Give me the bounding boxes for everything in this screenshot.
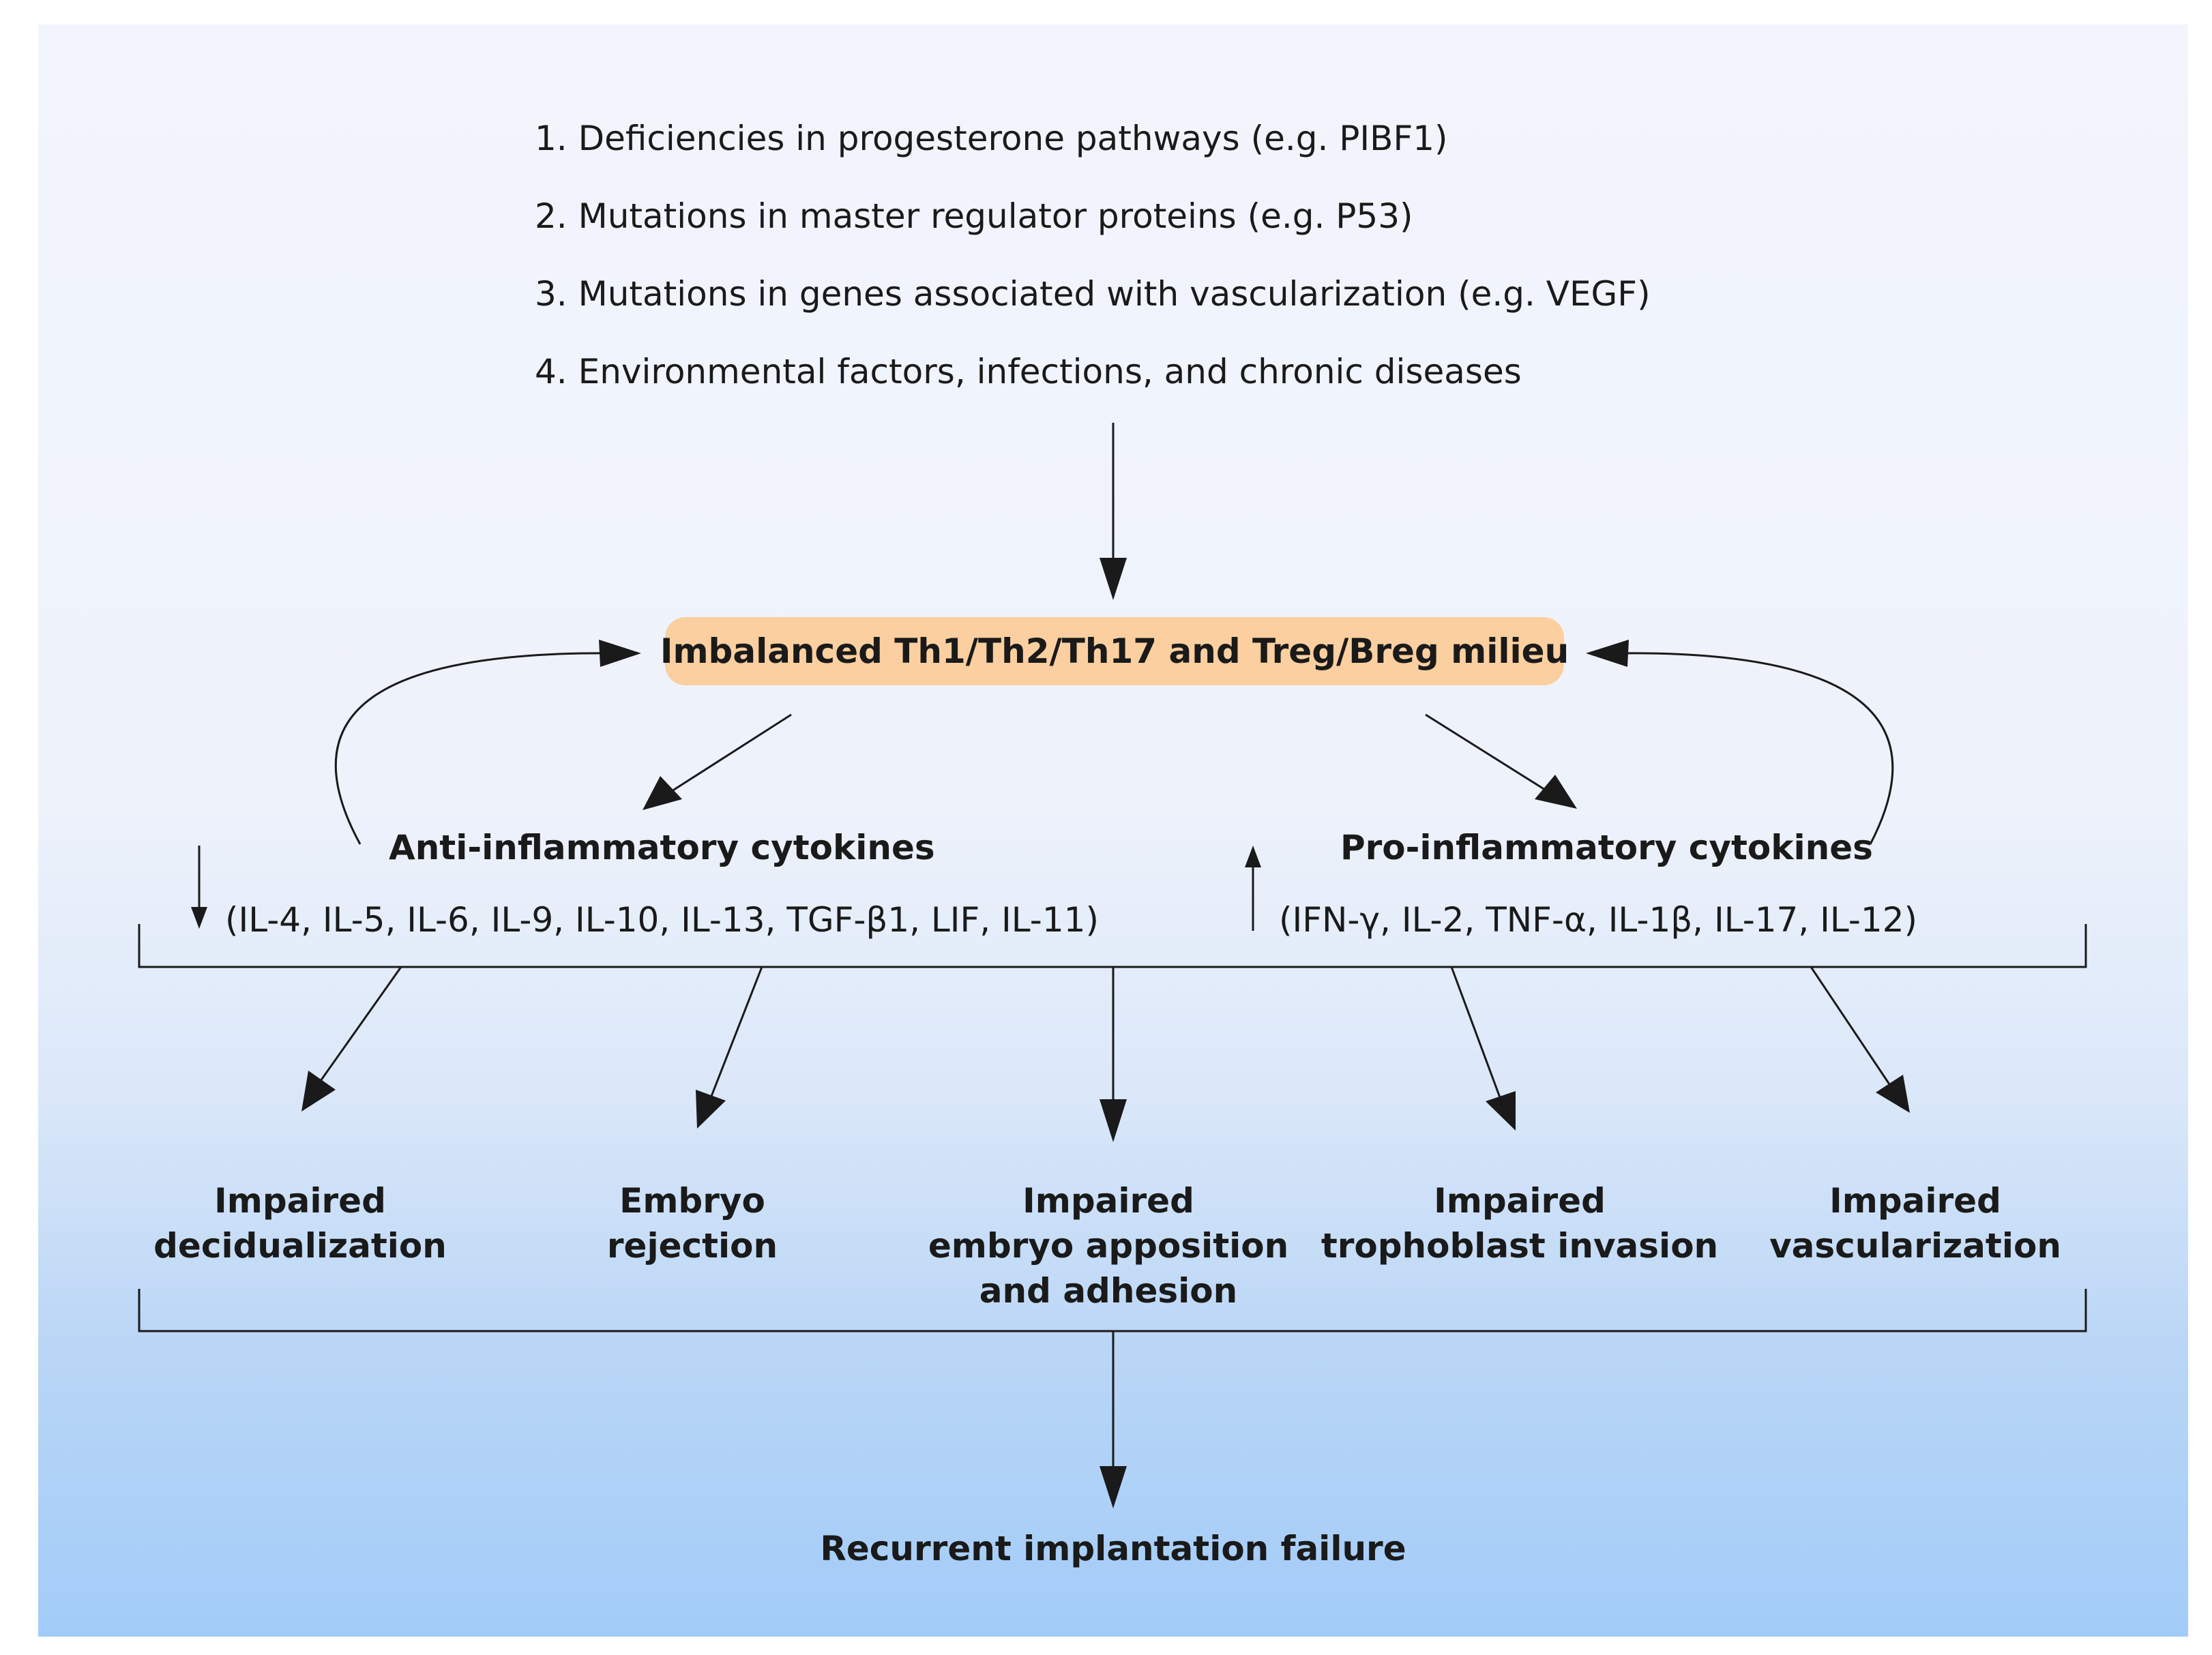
arrowhead-final [1100, 1466, 1127, 1508]
arrow-to-rejection [709, 966, 763, 1099]
anti-inflammatory-heading: Anti-inflammatory cytokines [389, 828, 935, 867]
outcome-line: Embryo [619, 1181, 765, 1221]
outcome-vascularization: Impaired vascularization [1769, 1178, 2061, 1268]
outcome-line: Impaired [1829, 1181, 2001, 1221]
feedback-anti-to-center [334, 652, 615, 845]
outcome-apposition: Impaired embryo apposition and adhesion [928, 1178, 1288, 1313]
cause-item-4: 4. Environmental factors, infections, an… [535, 352, 1522, 391]
cause-item-2: 2. Mutations in master regulator protein… [535, 196, 1413, 236]
arrowhead-invasion [1486, 1091, 1516, 1131]
arrow-center-to-pro [1425, 713, 1546, 791]
outcome-rejection: Embryo rejection [607, 1178, 778, 1268]
final-outcome: Recurrent implantation failure [820, 1529, 1406, 1568]
arrowhead-causes-to-center [1100, 558, 1127, 600]
arrowhead-rejection [696, 1090, 726, 1129]
outcome-line: decidualization [153, 1226, 447, 1266]
outcome-line: Impaired [1434, 1181, 1606, 1221]
arrowhead-center-to-anti [643, 776, 682, 810]
arrowhead-increase [1245, 846, 1261, 867]
outcome-line: Impaired [1022, 1181, 1194, 1221]
pro-inflammatory-heading: Pro-inflammatory cytokines [1340, 828, 1873, 867]
arrowhead-decidualization [301, 1071, 336, 1112]
outcome-line: and adhesion [979, 1271, 1238, 1311]
arrowhead-center-to-pro [1535, 775, 1577, 809]
outcome-decidualization: Impaired decidualization [153, 1178, 447, 1268]
arrowhead-decrease [191, 907, 207, 929]
arrow-center-to-anti [671, 713, 792, 792]
cause-item-3: 3. Mutations in genes associated with va… [535, 274, 1651, 314]
outcome-line: vascularization [1769, 1226, 2061, 1266]
feedback-pro-to-center [1621, 652, 1894, 845]
arrowhead-apposition [1100, 1099, 1127, 1142]
cause-item-1: 1. Deficiencies in progesterone pathways… [535, 119, 1448, 158]
outcome-line: Impaired [214, 1181, 386, 1221]
arrow-to-vascularization [1810, 966, 1891, 1085]
arrowhead-feedback-anti [599, 640, 641, 667]
anti-inflammatory-list: (IL-4, IL-5, IL-6, IL-9, IL-10, IL-13, T… [225, 900, 1099, 940]
pro-inflammatory-list: (IFN-γ, IL-2, TNF-α, IL-1β, IL-17, IL-12… [1279, 900, 1918, 940]
outcome-line: rejection [606, 1226, 778, 1266]
center-milieu-box: Imbalanced Th1/Th2/Th17 and Treg/Breg mi… [660, 617, 1569, 685]
arrowhead-vascularization [1876, 1075, 1910, 1113]
arrow-to-decidualization [319, 966, 402, 1082]
outcome-invasion: Impaired trophoblast invasion [1321, 1178, 1718, 1268]
outcome-line: trophoblast invasion [1321, 1226, 1719, 1266]
outcome-line: embryo apposition [928, 1226, 1289, 1266]
arrow-to-invasion [1450, 966, 1502, 1100]
arrowhead-feedback-pro [1586, 640, 1629, 667]
